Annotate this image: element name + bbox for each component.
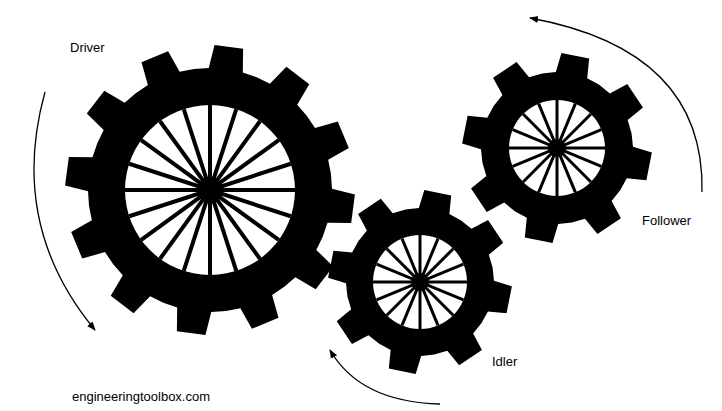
rotation-arrow — [34, 92, 95, 330]
gear-spoke — [160, 121, 260, 259]
gear-teeth — [462, 53, 652, 243]
gear-spoke — [377, 264, 464, 300]
gear-spoke — [387, 249, 453, 315]
gear-spoke — [129, 164, 291, 217]
gear-web — [125, 105, 295, 275]
gear-wheel — [65, 45, 355, 335]
gear-teeth — [328, 190, 512, 374]
gear-spoke — [402, 239, 438, 326]
gear-spoke — [513, 130, 602, 167]
gear-spoke — [141, 140, 279, 240]
gear-hub — [197, 177, 223, 203]
rotation-arrow — [530, 18, 702, 192]
gear-hub — [548, 139, 566, 157]
gear-web — [509, 100, 605, 196]
gear-spoke — [184, 109, 237, 271]
gear-name: Idler — [492, 354, 517, 370]
gear-teeth — [65, 45, 355, 335]
gear-web — [373, 235, 467, 329]
gear-wheel — [328, 190, 512, 374]
gear-spoke — [539, 104, 576, 193]
gear-wheel — [462, 53, 652, 243]
rotation-arrow — [330, 350, 440, 404]
watermark: engineeringtoolbox.com — [72, 389, 210, 405]
gear-name: Follower — [642, 213, 691, 229]
gear-hub — [411, 273, 429, 291]
gear-spoke — [523, 114, 591, 182]
gear-name: Driver — [70, 40, 105, 56]
